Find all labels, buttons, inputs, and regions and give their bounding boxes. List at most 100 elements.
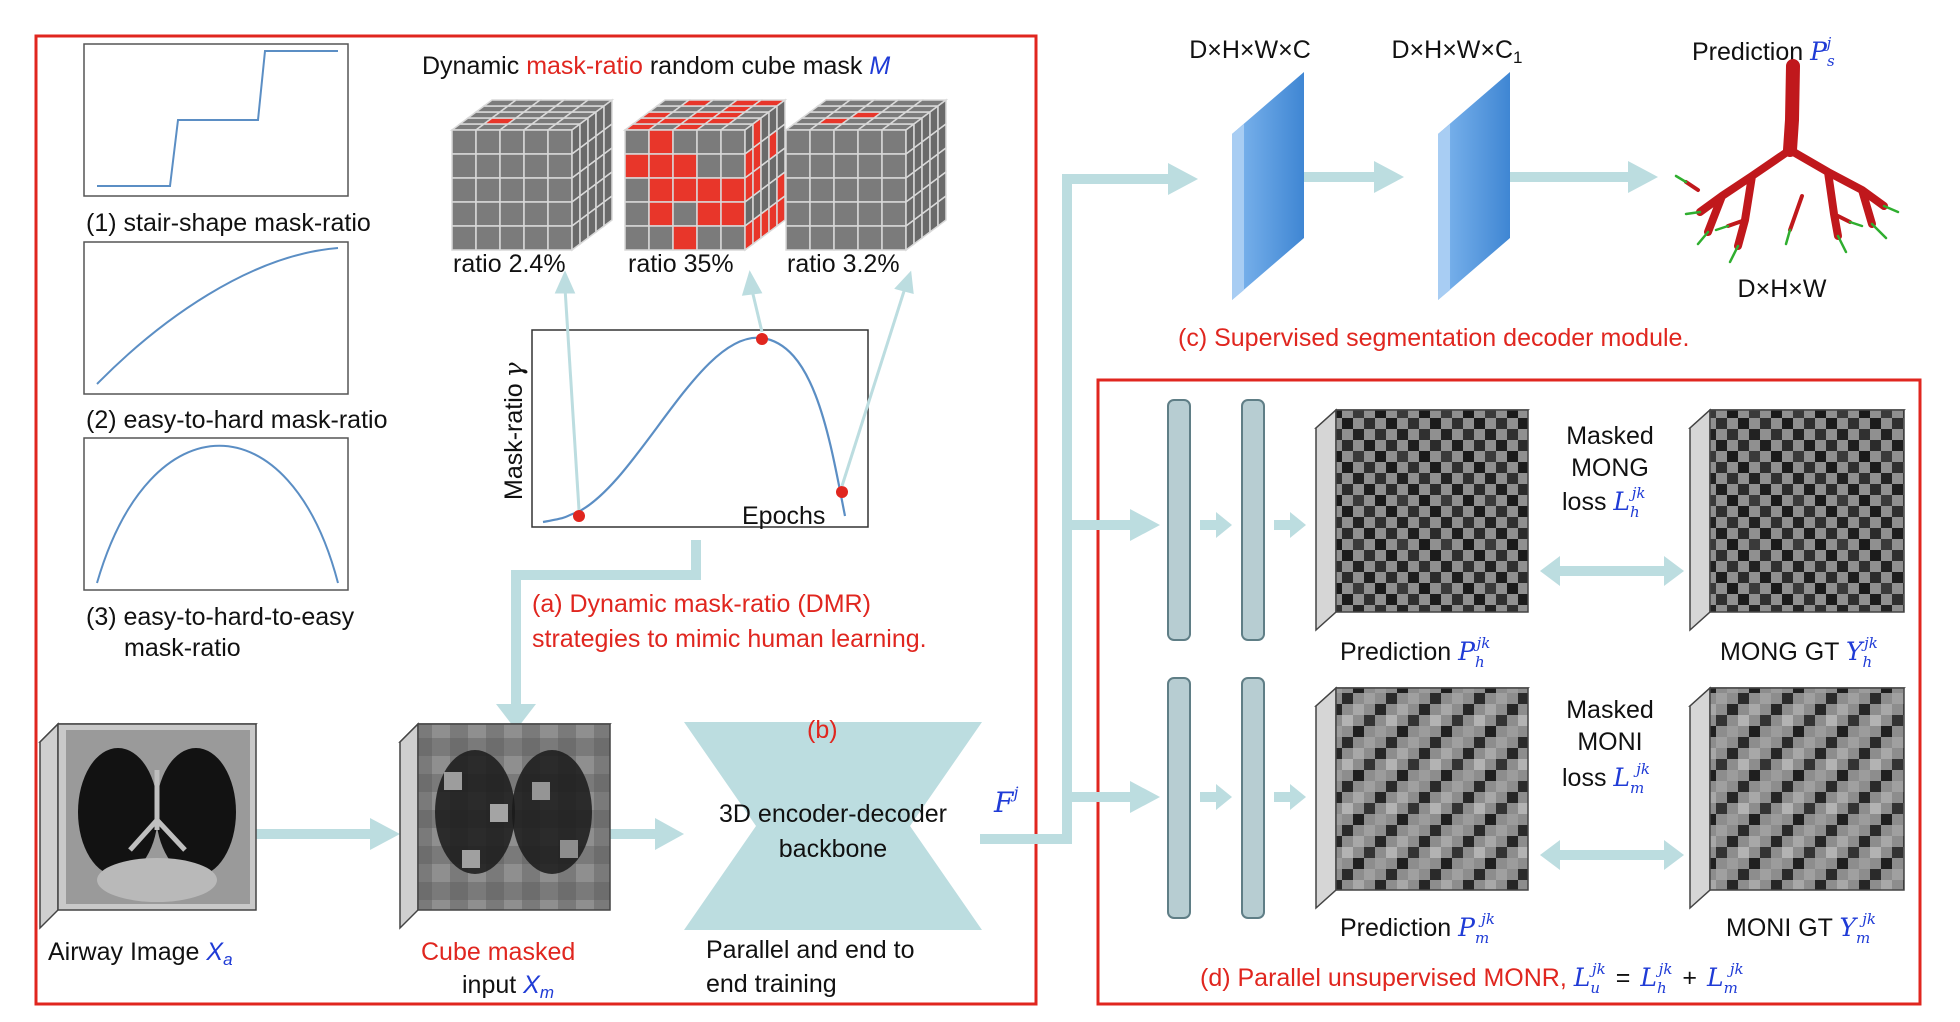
panel-b-tag: (b) [807, 716, 838, 744]
cube-front-cell [785, 225, 811, 251]
cube-front-cell [809, 177, 835, 203]
cube-front-cell [696, 201, 722, 227]
cube-front-cell [475, 225, 501, 251]
cube-front-cell [857, 153, 883, 179]
caption-d: (d) Parallel unsupervised MONR, Lujk=Lhj… [1200, 960, 1744, 997]
cube-side-cell [937, 194, 947, 228]
feature-symbol: Fj [993, 783, 1018, 819]
mong-loss-line3: loss Lhjk [1562, 484, 1645, 521]
cube-front-cell [499, 129, 525, 155]
cube-front-cell [451, 201, 477, 227]
cube-front-cell [881, 129, 907, 155]
masked-input-label-line2: input Xm [462, 971, 554, 1002]
cube-front-cell [451, 129, 477, 155]
cube-front-cell [672, 153, 698, 179]
cube-ratio-label-2: ratio 35% [628, 250, 734, 278]
backbone-label-line2: backbone [779, 835, 887, 863]
curve-point-late [836, 486, 848, 498]
cube-front-cell [523, 225, 549, 251]
moni-loss-line1: Masked [1566, 696, 1654, 724]
arrow-to-branch-h [1130, 509, 1160, 541]
curve-x-label: Epochs [742, 502, 825, 530]
mong-prediction-volume [1314, 408, 1530, 632]
airway-image-label: Airway Image Xa [48, 938, 233, 969]
arrow-to-branch-m [1130, 781, 1160, 813]
cube-side-cell [587, 206, 597, 240]
cube-front-cell [451, 153, 477, 179]
cube-front-cell [720, 177, 746, 203]
strategy-label-2: (2) easy-to-hard mask-ratio [86, 406, 387, 434]
masked-cube-high [622, 98, 788, 252]
arrow-to-masked-input [496, 704, 536, 730]
cube-front-cell [499, 201, 525, 227]
curve-y-label: Mask-ratioγ [499, 362, 528, 500]
cube-front-cell [547, 177, 573, 203]
cube-front-cell [523, 201, 549, 227]
cube-ratio-label-3: ratio 3.2% [787, 250, 900, 278]
cube-front-cell [499, 177, 525, 203]
cube-front-cell [696, 177, 722, 203]
cube-front-cell [809, 129, 835, 155]
arrow-masked-to-backbone [655, 818, 684, 850]
cube-front-cell [523, 129, 549, 155]
cube-front-cell [648, 129, 674, 155]
cube-front-cell [475, 153, 501, 179]
cube-front-cell [881, 177, 907, 203]
moni-gt-label: MONI GT Ymjk [1726, 910, 1876, 947]
cube-side-cell [752, 212, 762, 246]
cube-front-cell [648, 225, 674, 251]
feature-map-1 [1232, 72, 1304, 300]
cube-front-cell [624, 201, 650, 227]
panel-a-border [34, 34, 1038, 1006]
cube-front-cell [451, 177, 477, 203]
cube-front-cell [547, 225, 573, 251]
feature2-dims: D×H×W×C1 [1391, 36, 1522, 67]
cube-front-cell [833, 225, 859, 251]
feature1-dims: D×H×W×C [1189, 36, 1311, 64]
cube-front-cell [809, 153, 835, 179]
caption-c: (c) Supervised segmentation decoder modu… [1178, 324, 1689, 352]
cube-front-cell [451, 225, 477, 251]
arrow-feat1-to-feat2 [1374, 161, 1404, 193]
training-label-line1: Parallel and end to [706, 936, 914, 964]
moni-prediction-volume [1314, 686, 1530, 910]
cube-side-cell [905, 218, 915, 252]
masked-cube-mid [783, 98, 949, 252]
cube-front-cell [696, 153, 722, 179]
mask-ratio-curve-plot [531, 329, 869, 528]
output-dims: D×H×W [1738, 275, 1827, 303]
cube-front-cell [624, 225, 650, 251]
cube-front-cell [624, 153, 650, 179]
cube-side-cell [579, 212, 589, 246]
cube-front-cell [672, 177, 698, 203]
cube-front-cell [499, 225, 525, 251]
cube-front-cell [547, 129, 573, 155]
cube-front-cell [475, 129, 501, 155]
cube-front-cell [881, 225, 907, 251]
mask-ratio-curve [542, 336, 847, 524]
cube-front-cell [785, 153, 811, 179]
curve-point-low [573, 510, 585, 522]
cube-side-cell [913, 212, 923, 246]
arrow-airway-to-masked [370, 818, 400, 850]
cube-front-cell [833, 177, 859, 203]
cube-front-cell [475, 201, 501, 227]
masked-cube-low [449, 98, 615, 252]
cube-front-cell [624, 129, 650, 155]
cube-side-cell [760, 206, 770, 240]
cube-front-cell [547, 153, 573, 179]
cube-front-cell [672, 129, 698, 155]
caption-a-line1: (a) Dynamic mask-ratio (DMR) [532, 590, 871, 618]
cube-front-cell [720, 153, 746, 179]
cube-front-cell [809, 225, 835, 251]
mong-loss-line2: MONG [1571, 454, 1649, 482]
encoder-decoder-backbone [684, 722, 982, 930]
airway-image-volume [38, 722, 258, 930]
arrow-feat2-to-prediction [1628, 161, 1658, 193]
cube-front-cell [672, 201, 698, 227]
cube-front-cell [785, 129, 811, 155]
cube-front-cell [785, 201, 811, 227]
cube-front-cell [857, 129, 883, 155]
cube-front-cell [523, 153, 549, 179]
moni-loss-line3: loss Lmjk [1562, 760, 1650, 797]
